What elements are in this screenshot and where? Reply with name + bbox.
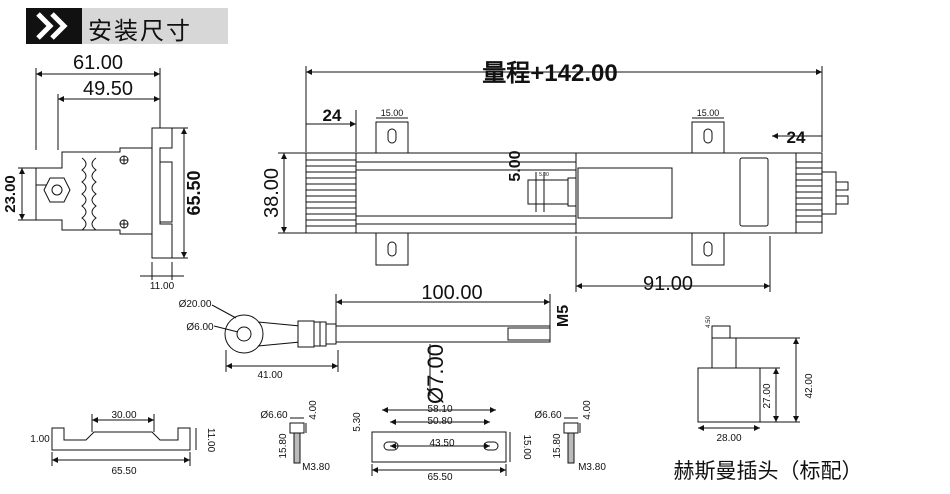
dim-41: 41.00: [257, 370, 282, 381]
dim-61: 61.00: [73, 52, 123, 74]
dim-15-left: 15.00: [381, 108, 404, 118]
rod-end-view: [211, 294, 551, 396]
dim-5-small: 5.00: [539, 172, 549, 178]
dim-50-8: 50.80: [427, 416, 452, 427]
dim-49-5: 49.50: [83, 78, 133, 100]
dim-head-h-r: 4.00: [582, 400, 593, 420]
main-view: [278, 66, 849, 292]
dim-65-5-plate: 65.50: [427, 472, 452, 483]
dim-42: 42.00: [804, 373, 815, 398]
dim-shank-r: 15.80: [552, 433, 563, 458]
dim-stroke: 量程+142.00: [482, 60, 617, 87]
dim-head-dia-l: Ø6.60: [260, 410, 288, 421]
screw-right: [563, 417, 581, 464]
dim-shank-l: 15.80: [278, 433, 289, 458]
dim-m3-8-l: M3.80: [302, 462, 330, 473]
connector-caption: 赫斯曼插头（标配）: [674, 460, 863, 483]
dim-58-1: 58.10: [427, 404, 452, 415]
section-title: 安装尺寸: [88, 17, 192, 45]
dim-30: 30.00: [111, 410, 136, 421]
double-chevron-right-icon: [26, 8, 82, 44]
dim-eye-outer: Ø20.00: [179, 299, 212, 310]
connector-view: [697, 325, 800, 431]
dim-24-left: 24: [323, 106, 342, 125]
dim-38: 38.00: [261, 168, 283, 218]
dim-23: 23.00: [2, 175, 19, 213]
dim-28: 28.00: [716, 433, 741, 444]
plate-view: [371, 407, 511, 476]
dim-11: 11.00: [150, 281, 175, 292]
dim-15-right: 15.00: [697, 108, 720, 118]
front-view: [18, 68, 188, 280]
dim-4-5: 4.50: [706, 316, 712, 328]
dim-27: 27.00: [762, 383, 773, 408]
dim-1: 1.00: [30, 434, 50, 445]
dim-43-5: 43.50: [429, 438, 454, 449]
screw-left: [289, 417, 307, 464]
dim-m3-8-r: M3.80: [578, 462, 606, 473]
section-header: 安装尺寸: [26, 8, 228, 45]
clamp-view: [51, 414, 197, 466]
dim-15-plate: 15.00: [521, 434, 532, 459]
dim-rod-dia: Ø7.00: [423, 344, 448, 404]
dim-head-dia-r: Ø6.60: [534, 410, 562, 421]
dim-11-clamp: 11.00: [205, 428, 216, 453]
dim-65-5: 65.50: [184, 170, 204, 215]
dim-5-3: 5.30: [352, 412, 363, 432]
dim-100: 100.00: [421, 282, 482, 304]
dim-m5: M5: [555, 305, 572, 327]
dim-24-right: 24: [787, 128, 806, 147]
dim-91: 91.00: [643, 273, 693, 295]
dim-5: 5.00: [507, 150, 524, 181]
dim-eye-inner: Ø6.00: [186, 322, 214, 333]
dim-head-h-l: 4.00: [308, 400, 319, 420]
dim-65-5-clamp: 65.50: [111, 466, 136, 477]
